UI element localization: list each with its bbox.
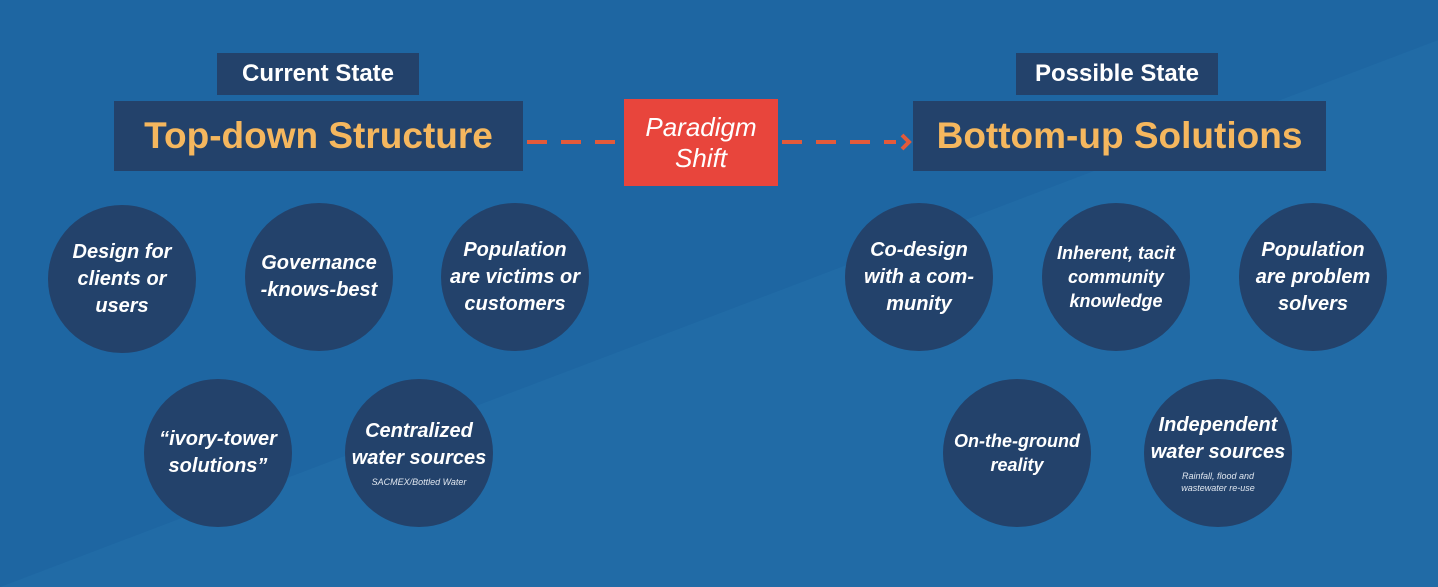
circle-text-line: Design for [72,240,172,263]
circle-co-design: Co-design with a com- munity [845,203,993,351]
circle-population-victims: Population are victims or customers [441,203,589,351]
circle-text-line: customers [464,292,566,315]
circle-independent-water-sources: Independent water sources Rainfall, floo… [1144,379,1292,527]
circle-subtext: Rainfall, flood and wastewater re-use [1181,471,1255,493]
current-state-label: Current State [217,53,419,95]
circle-text-line: Centralized [365,420,473,442]
paradigm-shift-line2: Shift [674,142,728,173]
dashed-arrow-left [527,140,624,144]
circle-design-for-clients: Design for clients or users [48,205,196,353]
top-down-structure-title: Top-down Structure [114,101,523,171]
circle-text-line: reality [990,455,1044,475]
circle-text-line: Population [463,238,567,261]
circle-text-line: with a com- [863,265,974,288]
circle-text-line: water sources [1150,441,1286,463]
circle-centralized-water-sources: Centralized water sources SACMEX/Bottled… [345,379,493,527]
dashed-arrow-right [782,133,912,151]
circle-text-line: solutions” [168,455,268,477]
circle-text-line: Co-design [870,238,968,261]
circle-text-line: knowledge [1069,291,1163,311]
circle-text-line: solvers [1277,292,1349,315]
circle-text-line: -knows-best [260,279,378,301]
circle-text-line: water sources [351,447,487,469]
paradigm-shift-box: Paradigm Shift [624,99,778,186]
circle-text-line: On-the-ground [954,431,1080,451]
circle-text-line: Inherent, tacit [1056,243,1176,263]
circle-text-line: Population [1261,238,1365,261]
possible-state-label: Possible State [1016,53,1218,95]
circle-subtext: SACMEX/Bottled Water [371,477,467,487]
circle-text-line: clients or [77,267,167,290]
circle-text-line: Governance [261,252,377,274]
circle-text-line: are victims or [449,265,581,288]
circle-governance-knows-best: Governance -knows-best [245,203,393,351]
circle-text-line: Independent [1158,414,1278,436]
circle-text-line: are problem [1255,265,1371,288]
paradigm-shift-line1: Paradigm [645,111,757,142]
circle-ivory-tower-solutions: “ivory-tower solutions” [144,379,292,527]
bottom-up-solutions-title: Bottom-up Solutions [913,101,1326,171]
circle-text-line: “ivory-tower [159,428,277,450]
circle-text-line: community [1067,267,1164,287]
circle-text-line: munity [886,292,952,315]
circle-text-line: users [95,294,149,317]
circle-population-problem-solvers: Population are problem solvers [1239,203,1387,351]
circle-on-the-ground-reality: On-the-ground reality [943,379,1091,527]
circle-tacit-knowledge: Inherent, tacit community knowledge [1042,203,1190,351]
